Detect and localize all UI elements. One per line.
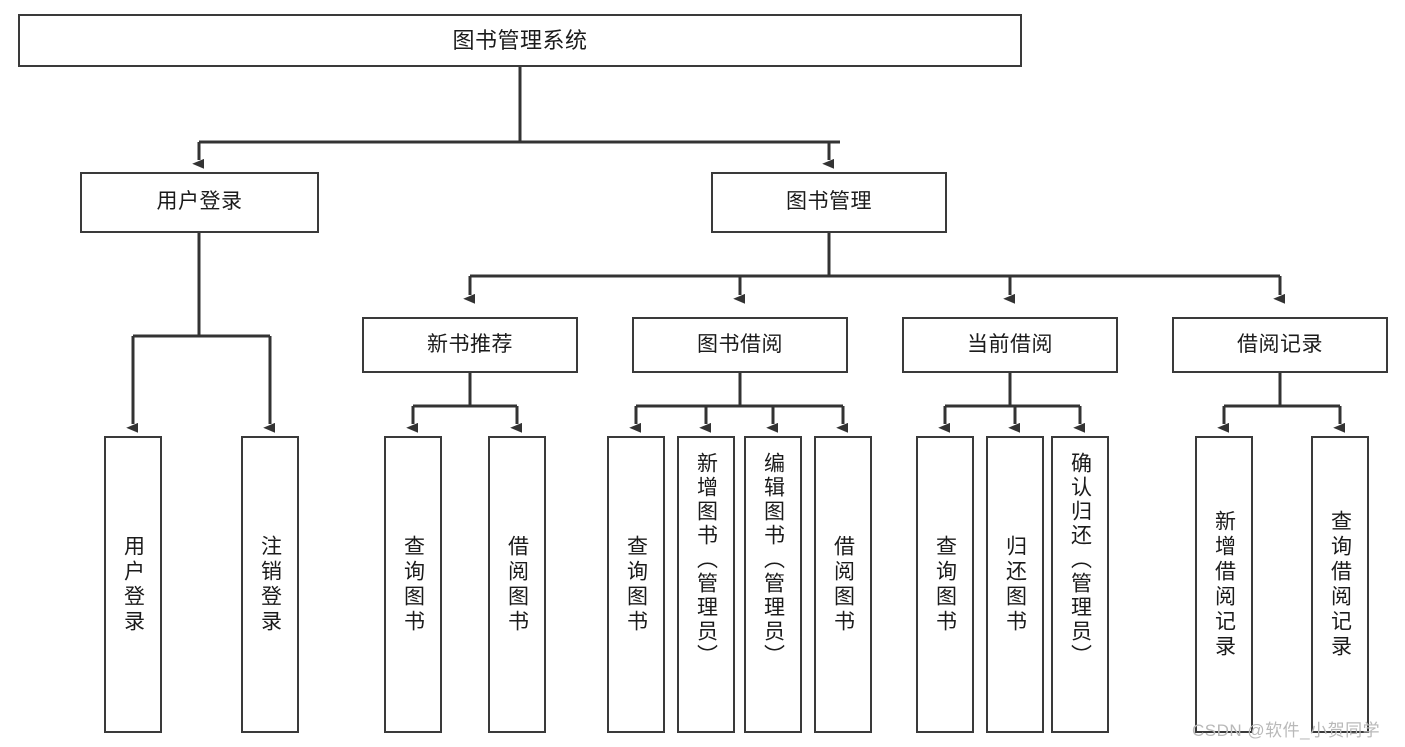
- node-book-borrow[interactable]: 图书借阅: [632, 317, 848, 373]
- leaf-new-book-borrow-book[interactable]: 借阅图书: [488, 436, 546, 733]
- node-label: 归还图书: [1003, 534, 1027, 635]
- leaf-new-book-query-book[interactable]: 查询图书: [384, 436, 442, 733]
- leaf-book-borrow-query-book[interactable]: 查询图书: [607, 436, 665, 733]
- leaf-current-borrow-query-book[interactable]: 查询图书: [916, 436, 974, 733]
- node-new-book-recommend[interactable]: 新书推荐: [362, 317, 578, 373]
- node-label: 查询图书: [933, 534, 957, 635]
- node-label: 用户登录: [121, 534, 145, 635]
- node-user-login[interactable]: 用户登录: [80, 172, 319, 233]
- leaf-book-borrow-borrow-book[interactable]: 借阅图书: [814, 436, 872, 733]
- node-root-book-management-system[interactable]: 图书管理系统: [18, 14, 1022, 67]
- leaf-book-borrow-edit-book-admin[interactable]: 编辑图书（管理员）: [744, 436, 802, 733]
- leaf-user-login-login[interactable]: 用户登录: [104, 436, 162, 733]
- leaf-user-login-logout[interactable]: 注销登录: [241, 436, 299, 733]
- leaf-book-borrow-add-book-admin[interactable]: 新增图书（管理员）: [677, 436, 735, 733]
- node-label: 用户登录: [156, 190, 243, 214]
- leaf-current-borrow-confirm-return-admin[interactable]: 确认归还（管理员）: [1051, 436, 1109, 733]
- node-label: 新书推荐: [427, 332, 513, 356]
- node-label: 当前借阅: [967, 332, 1053, 356]
- node-label: 编辑图书（管理员）: [761, 452, 785, 668]
- node-label: 查询图书: [401, 534, 425, 635]
- node-book-management[interactable]: 图书管理: [711, 172, 947, 233]
- csdn-watermark: CSDN @软件_小贺同学: [1192, 721, 1381, 740]
- node-current-borrow[interactable]: 当前借阅: [902, 317, 1118, 373]
- leaf-current-borrow-return-book[interactable]: 归还图书: [986, 436, 1044, 733]
- leaf-borrow-record-query-record[interactable]: 查询借阅记录: [1311, 436, 1369, 733]
- node-label: 图书管理: [786, 190, 872, 214]
- node-label: 新增图书（管理员）: [694, 452, 718, 668]
- node-label: 图书管理系统: [452, 27, 588, 53]
- node-label: 图书借阅: [697, 332, 783, 356]
- node-label: 新增借阅记录: [1212, 509, 1236, 660]
- node-label: 确认归还（管理员）: [1068, 452, 1092, 668]
- node-label: 查询借阅记录: [1328, 509, 1352, 660]
- node-label: 借阅图书: [831, 534, 855, 635]
- node-label: 注销登录: [258, 534, 282, 635]
- node-label: 借阅记录: [1237, 332, 1323, 356]
- leaf-borrow-record-add-record[interactable]: 新增借阅记录: [1195, 436, 1253, 733]
- node-label: 查询图书: [624, 534, 648, 635]
- node-label: 借阅图书: [505, 534, 529, 635]
- node-borrow-record[interactable]: 借阅记录: [1172, 317, 1388, 373]
